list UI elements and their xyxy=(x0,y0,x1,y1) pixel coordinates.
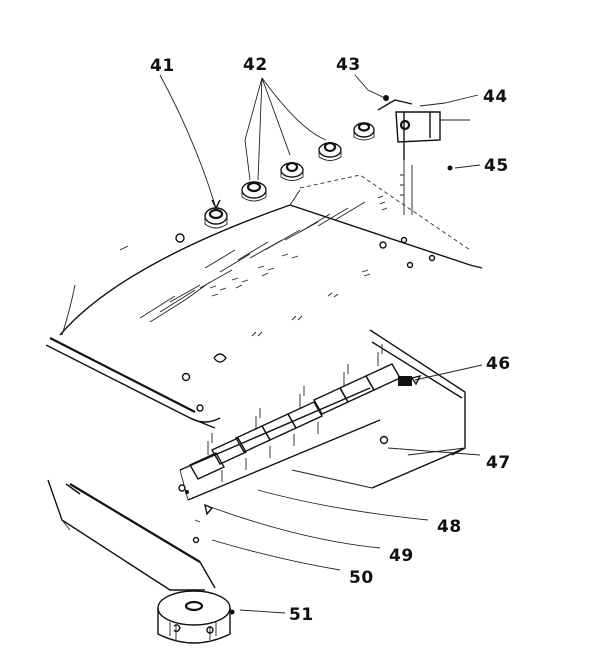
callout-45: 45 xyxy=(484,156,509,176)
callout-44: 44 xyxy=(483,87,508,107)
part-51-rotary xyxy=(157,590,235,644)
callout-46: 46 xyxy=(486,354,511,374)
part-45 xyxy=(403,160,453,215)
callout-47: 47 xyxy=(486,453,511,473)
knob-41 xyxy=(204,207,228,229)
part-44-bracket xyxy=(395,111,470,160)
knob-43 xyxy=(353,95,413,141)
callout-51: 51 xyxy=(289,605,314,625)
callout-48: 48 xyxy=(437,517,462,537)
knob-42c xyxy=(318,141,342,161)
callout-49: 49 xyxy=(389,546,414,566)
switch-bank xyxy=(178,329,466,501)
knob-42a xyxy=(241,181,267,202)
leader-lines xyxy=(159,74,483,614)
callout-41: 41 xyxy=(150,56,175,76)
control-panel-plate xyxy=(45,174,483,429)
callout-43: 43 xyxy=(336,55,361,75)
callout-50: 50 xyxy=(349,568,374,588)
knob-42b xyxy=(280,161,304,181)
callout-42: 42 xyxy=(243,55,268,75)
panel-slots xyxy=(139,174,436,363)
bottom-tray xyxy=(47,479,216,591)
